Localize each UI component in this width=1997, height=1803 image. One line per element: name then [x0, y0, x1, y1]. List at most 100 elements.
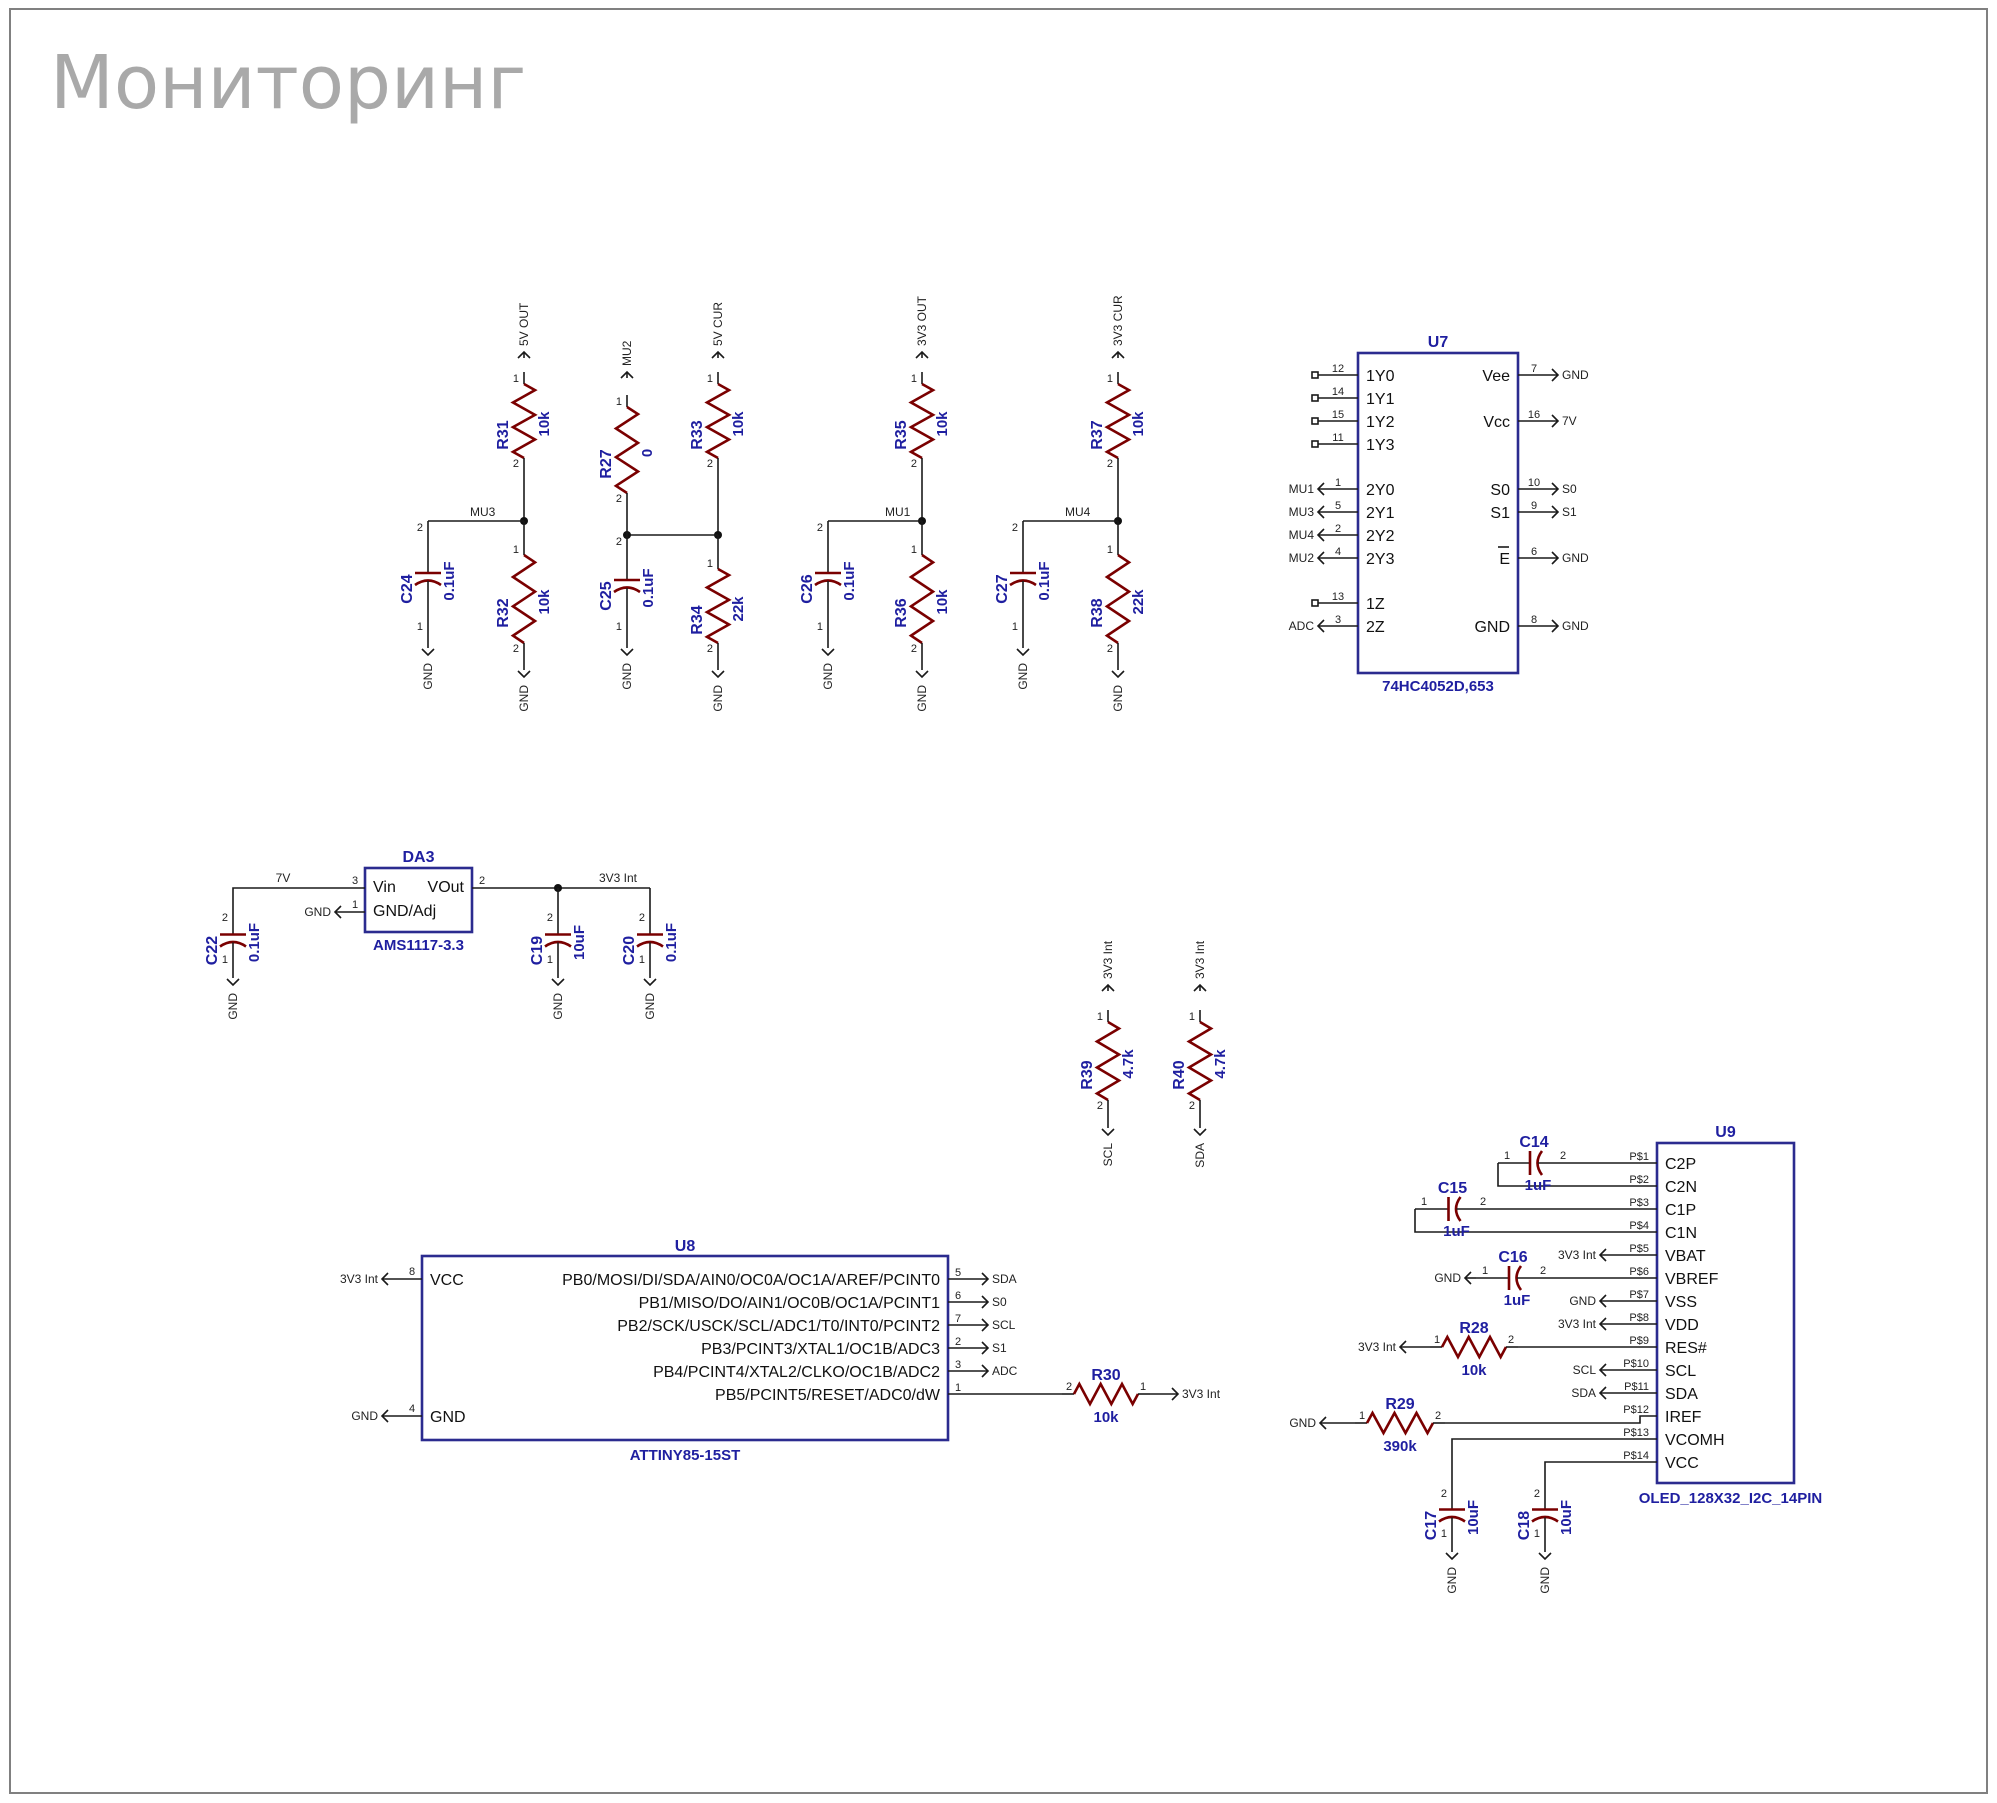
pin-number: P$12	[1623, 1404, 1649, 1416]
resistor-zigzag	[510, 553, 538, 645]
pin-number: P$3	[1629, 1197, 1649, 1209]
pin-number: 11	[1332, 432, 1343, 444]
nc-marker	[1311, 440, 1319, 448]
arrow-icon	[620, 648, 634, 657]
part-value: 0	[639, 449, 656, 457]
nc-marker	[1311, 417, 1319, 425]
net-label: 3V3 Int	[1182, 1387, 1221, 1401]
resistor-zigzag	[1186, 1020, 1214, 1102]
net-label: 3V3 Int	[1193, 940, 1207, 979]
resistor-zigzag	[908, 553, 936, 645]
net-label: MU4	[1065, 505, 1091, 519]
net-label: 5V OUT	[517, 302, 531, 346]
pin-number: 2	[911, 643, 917, 655]
pin-number: 2	[817, 522, 823, 534]
net-label: GND	[1562, 368, 1589, 382]
part-value: 10k	[1130, 411, 1147, 437]
arrow-icon	[1463, 1271, 1472, 1285]
pin-name: 1Y3	[1366, 437, 1395, 454]
chip-body	[1356, 351, 1520, 675]
pin-number: 2	[1534, 1488, 1540, 1500]
pin-name: Vcc	[1483, 414, 1510, 431]
part-ref: C25	[598, 581, 615, 610]
resistor-zigzag	[1440, 1334, 1508, 1360]
net-label: GND	[1562, 619, 1589, 633]
pin-number: 1	[911, 544, 917, 556]
net-label: S1	[1562, 505, 1577, 519]
pin-number: 1	[1434, 1334, 1440, 1346]
net-label: GND	[711, 685, 725, 712]
part-value: 1uF	[1504, 1292, 1531, 1309]
pin-number: 1	[1097, 1011, 1103, 1023]
arrow-icon	[1316, 528, 1325, 542]
cap-plate	[1536, 1150, 1544, 1176]
net-label: GND	[304, 905, 331, 919]
part-ref: C22	[204, 936, 221, 965]
net-label: GND	[421, 663, 435, 690]
net-label: 3V3 Int	[1358, 1340, 1397, 1354]
pin-name: PB4/PCINT4/XTAL2/CLKO/OC1B/ADC2	[653, 1364, 940, 1381]
net-label: MU3	[1289, 505, 1315, 519]
part-value: 0.1uF	[1036, 561, 1053, 600]
pin-name: 2Y3	[1366, 551, 1395, 568]
part-ref: C26	[799, 574, 816, 603]
pin-number: 1	[352, 899, 358, 911]
pin-name: SCL	[1665, 1363, 1696, 1380]
part-ref: C27	[994, 574, 1011, 603]
pin-number: 2	[513, 458, 519, 470]
pin-number: 6	[1531, 546, 1537, 558]
cap-plate	[414, 579, 442, 587]
sheet-frame	[9, 8, 1988, 1794]
pin-name: PB5/PCINT5/RESET/ADC0/dW	[715, 1387, 941, 1404]
pin-number: 1	[1504, 1150, 1510, 1162]
arrow-icon	[1101, 1128, 1115, 1137]
part-ref: R28	[1459, 1320, 1488, 1337]
pin-number: 3	[352, 875, 358, 887]
nc-marker	[1311, 371, 1319, 379]
pin-name: 1Y1	[1366, 391, 1395, 408]
pin-number: 2	[513, 643, 519, 655]
pin-name: E	[1499, 551, 1510, 568]
net-label: MU4	[1289, 528, 1315, 542]
pin-number: 2	[1189, 1100, 1195, 1112]
cap-plate	[1438, 1515, 1466, 1523]
resistor-zigzag	[613, 405, 641, 495]
pin-number: 15	[1332, 409, 1344, 421]
pin-number: 13	[1332, 591, 1344, 603]
pin-number: 2	[1441, 1488, 1447, 1500]
arrow-icon	[821, 648, 835, 657]
part-value: 10uF	[571, 925, 588, 960]
net-label: 3V3 Int	[1101, 940, 1115, 979]
pin-name: SDA	[1665, 1386, 1698, 1403]
part-ref: U7	[1428, 334, 1449, 351]
arrow-icon	[981, 1341, 990, 1355]
net-label: GND	[1434, 1271, 1461, 1285]
pin-number: 2	[479, 875, 485, 887]
pin-name: Vee	[1482, 368, 1510, 385]
arrow-icon	[1111, 670, 1125, 679]
pin-number: P$2	[1629, 1174, 1649, 1186]
pin-name: VBAT	[1665, 1248, 1706, 1265]
net-label: GND	[821, 663, 835, 690]
resistor-zigzag	[908, 382, 936, 460]
pin-number: 14	[1332, 386, 1344, 398]
arrow-icon	[981, 1364, 990, 1378]
pin-number: P$4	[1629, 1220, 1649, 1232]
arrow-icon	[1318, 1416, 1327, 1430]
part-value: 1uF	[1443, 1223, 1470, 1240]
arrow-icon	[1016, 648, 1030, 657]
net-label: 3V3 Int	[340, 1272, 379, 1286]
part-ref: C19	[529, 936, 546, 965]
part-ref: C16	[1498, 1249, 1527, 1266]
pin-name: VBREF	[1665, 1271, 1719, 1288]
part-value: 0.1uF	[441, 561, 458, 600]
resistor-zigzag	[1104, 382, 1132, 460]
pin-number: 7	[1531, 363, 1537, 375]
cap-plate	[219, 940, 247, 948]
part-ref: C14	[1519, 1134, 1548, 1151]
